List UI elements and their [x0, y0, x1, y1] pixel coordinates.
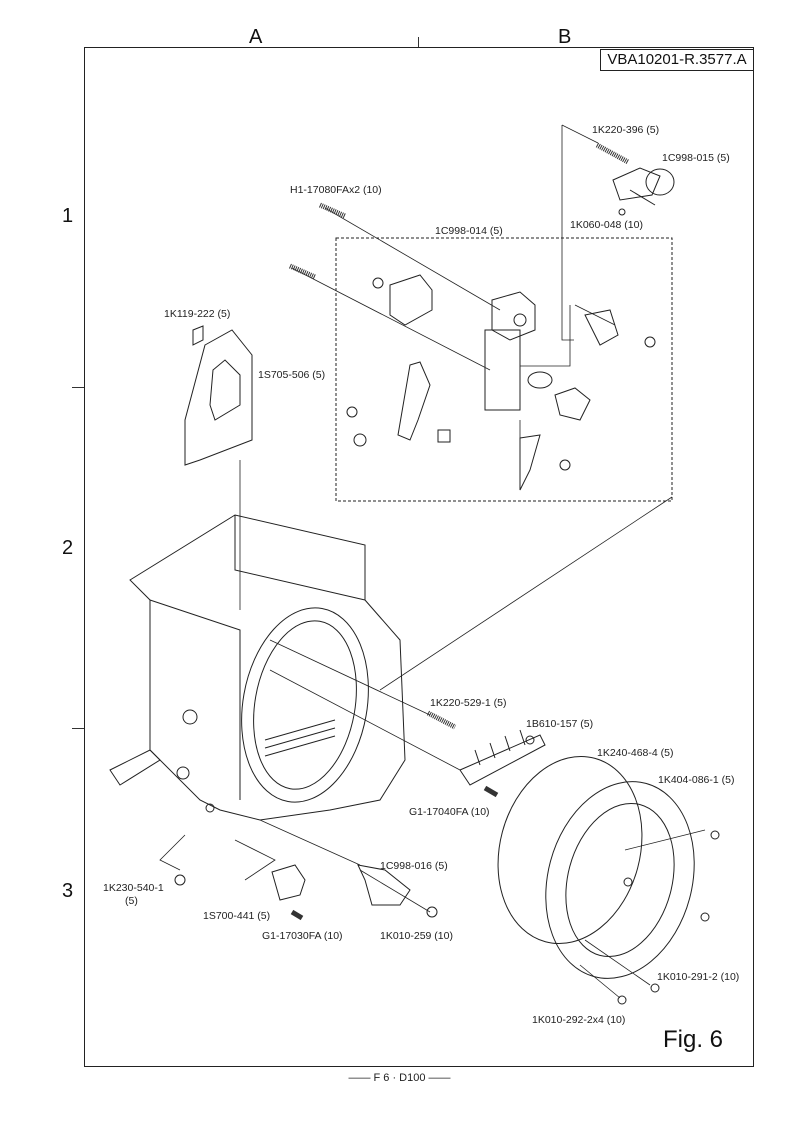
part-label: 1C998-016 (5)	[380, 860, 448, 872]
part-label: 1K060-048 (10)	[570, 219, 643, 231]
grid-row-1: 1	[62, 205, 74, 227]
mount-screws	[618, 831, 719, 1004]
grid-column-b: B	[558, 26, 572, 48]
mirror-box-body	[110, 515, 405, 820]
part-label: 1K240-468-4 (5)	[597, 747, 674, 759]
part-label: 1K220-396 (5)	[592, 124, 660, 136]
part-label: 1K010-291-2 (10)	[657, 971, 740, 983]
subassembly-parts	[347, 275, 655, 490]
part-label: H1-17080FAx2 (10)	[290, 184, 382, 196]
part-label: 1C998-014 (5)	[435, 225, 503, 237]
grid-tick	[72, 728, 84, 729]
spring-1k220-529-1	[428, 713, 455, 727]
motor-1c998-015	[613, 168, 674, 215]
grid-row-3: 3	[62, 880, 74, 902]
screw-1k220-396	[597, 145, 628, 162]
lever-1c998-016	[358, 865, 410, 905]
screw-1k010-259	[427, 907, 437, 917]
plate-1s700-441	[272, 865, 305, 900]
part-label: 1K119-222 (5)	[164, 308, 231, 320]
part-label: 1S705-506 (5)	[258, 369, 326, 381]
part-label: G1-17030FA (10)	[262, 930, 343, 942]
part-label: 1B610-157 (5)	[526, 718, 594, 730]
part-label: 1S700-441 (5)	[203, 910, 271, 922]
sheet-1s705-506	[185, 330, 252, 465]
plate-1k119-222	[193, 326, 203, 345]
grid-tick	[418, 37, 419, 47]
drawing-frame	[84, 47, 754, 1067]
part-label: 1K230-540-1	[103, 882, 164, 894]
part-label: 1C998-015 (5)	[662, 152, 730, 164]
mount-1k404-086-1	[525, 765, 716, 995]
part-label: G1-17040FA (10)	[409, 806, 490, 818]
grid-tick	[72, 387, 84, 388]
subassembly-boundary	[336, 238, 672, 501]
part-label: 1K010-292-2x4 (10)	[532, 1014, 626, 1026]
grid-column-a: A	[249, 26, 263, 48]
curtain-1b610-157	[460, 730, 545, 785]
page-footer: —— F 6 · D100 ——	[348, 1072, 451, 1084]
spring-1k230-540-1	[175, 875, 185, 885]
grid-row-2: 2	[62, 537, 74, 559]
part-label: 1K220-529-1 (5)	[430, 697, 507, 709]
screw-g1-17030fa	[292, 912, 302, 918]
screw-g1-17040fa	[485, 788, 497, 795]
part-label: (5)	[125, 895, 138, 907]
figure-label: Fig. 6	[663, 1026, 724, 1053]
part-label: 1K404-086-1 (5)	[658, 774, 735, 786]
document-code: VBA10201-R.3577.A	[600, 49, 754, 71]
part-label: 1K010-259 (10)	[380, 930, 453, 942]
screw-h1-17080fa	[290, 205, 345, 277]
ring-1k240-468-4	[478, 740, 662, 960]
